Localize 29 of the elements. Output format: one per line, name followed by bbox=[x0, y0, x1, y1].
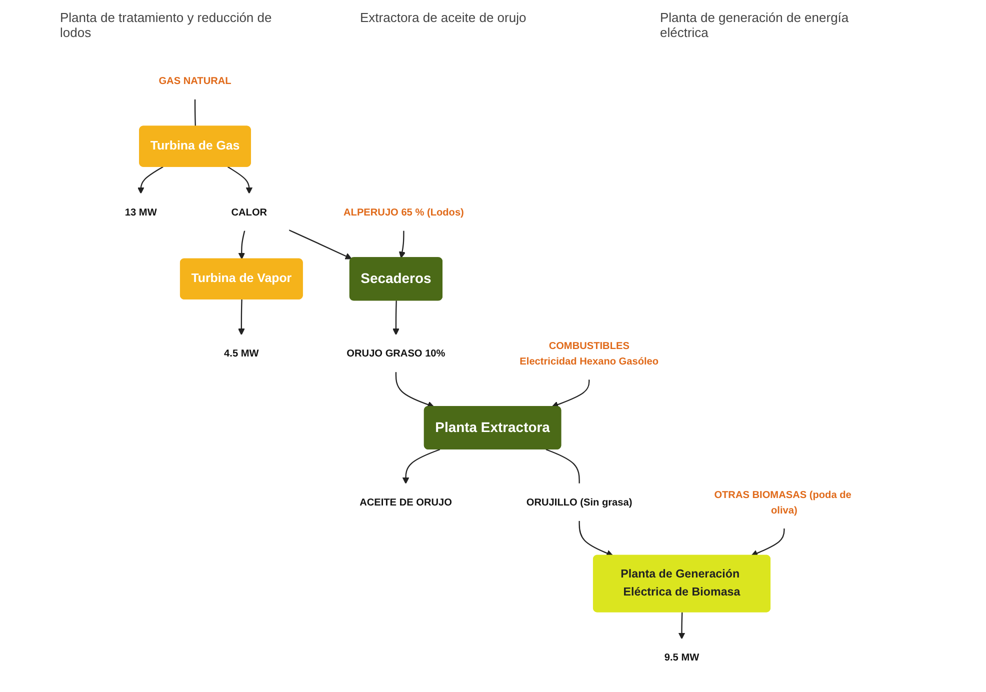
arrow bbox=[678, 612, 685, 640]
arrow bbox=[238, 299, 244, 336]
arrow bbox=[137, 166, 164, 194]
node-text: CALOR bbox=[230, 206, 267, 218]
connector bbox=[194, 99, 196, 127]
arrow bbox=[227, 166, 252, 194]
arrow bbox=[578, 520, 613, 556]
arrow bbox=[398, 230, 406, 258]
column-heading: Planta de generación de energía eléctrica bbox=[660, 10, 850, 42]
column-heading: Extractora de aceite de orujo bbox=[360, 10, 528, 27]
arrow bbox=[288, 229, 352, 260]
arrow bbox=[392, 300, 400, 336]
node-text: OTRAS BIOMASAS (poda de oliva) bbox=[714, 488, 852, 516]
node-text: COMBUSTIBLES Electricidad Hexano Gasóleo bbox=[519, 340, 658, 366]
node-text: ORUJILLO (Sin grasa) bbox=[526, 496, 632, 508]
arrow bbox=[551, 379, 590, 408]
node-text: GAS NATURAL bbox=[158, 74, 231, 86]
arrow bbox=[750, 528, 784, 556]
arrow bbox=[395, 372, 434, 408]
node-text: 9.5 MW bbox=[664, 651, 699, 664]
connector bbox=[545, 448, 580, 484]
column-heading: Planta de tratamiento y reducción de lodos bbox=[60, 10, 273, 42]
arrow bbox=[238, 230, 245, 260]
node-text: 13 MW bbox=[124, 206, 157, 218]
node-text: 4.5 MW bbox=[224, 347, 258, 359]
node-text: ORUJO GRASO 10% bbox=[346, 347, 445, 359]
node-text: ALPERUJO 65 % (Lodos) bbox=[343, 206, 464, 218]
arrow bbox=[402, 448, 440, 484]
node-text: ACEITE DE ORUJO bbox=[359, 496, 452, 508]
